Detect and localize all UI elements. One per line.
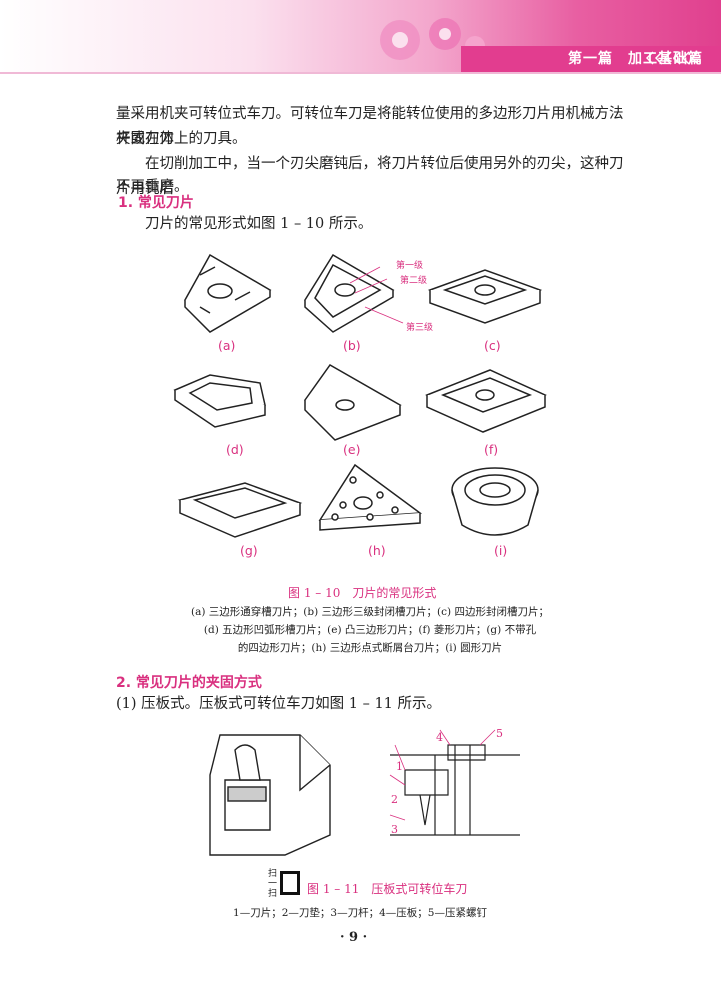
header-bar — [461, 46, 721, 72]
fig-label-e: (e) — [343, 442, 361, 457]
header-divider — [0, 72, 721, 74]
figure-1-10-caption: 图 1 – 10 刀片的常见形式 — [288, 586, 437, 600]
paragraph-2-line-1: 在切削加工中，当一个刃尖磨钝后，将刀片转位后使用另外的刃尖，这种刀片用钝后 — [116, 156, 624, 197]
gear-decoration-icon — [380, 18, 485, 60]
figure-1-10-legend-3: 的四边形刀片；(h) 三边形点式断屑台刀片；(i) 圆形刀片 — [237, 642, 503, 654]
paragraph-4: (1) 压板式。压板式可转位车刀如图 1 – 11 所示。 — [116, 696, 442, 712]
figure-1-10-legend-2: (d) 五边形凹弧形槽刀片；(e) 凸三边形刀片；(f) 菱形刀片；(g) 不带… — [203, 624, 537, 636]
annotation-level-3: 第三级 — [406, 323, 434, 333]
scan-label-top: 扫 — [268, 869, 278, 879]
fig-label-h: (h) — [368, 543, 386, 558]
paragraph-1-line-1: 量采用机夹可转位式车刀。可转位车刀是将能转位使用的多边形刀片用机械方法夹固在刀 — [116, 106, 624, 147]
scan-label-mid: 一 — [268, 879, 278, 889]
fig-label-i: (i) — [494, 543, 508, 558]
callout-1: 1 — [396, 760, 403, 773]
page-number: · 9 · — [340, 930, 368, 945]
figure-1-10-inserts — [173, 253, 547, 538]
section-heading-2: 2. 常见刀片的夹固方式 — [116, 675, 262, 691]
callout-3: 3 — [391, 823, 398, 836]
annotation-level-1: 第一级 — [396, 261, 424, 271]
figure-1-11-clamp-diagram — [209, 729, 520, 856]
paragraph-2-line-2: 不再重磨。 — [116, 179, 189, 195]
callout-2: 2 — [391, 793, 398, 806]
scan-label-bot: 扫 — [268, 889, 278, 899]
figure-1-10-legend-1: (a) 三边形通穿槽刀片；(b) 三边形三级封闭槽刀片；(c) 四边形封闭槽刀片… — [191, 606, 549, 618]
figure-1-11-legend: 1—刀片；2—刀垫；3—刀杆；4—压板；5—压紧螺钉 — [233, 907, 487, 919]
figure-1-11-caption: 图 1 – 11 压板式可转位车刀 — [307, 882, 468, 896]
fig-label-f: (f) — [484, 442, 499, 457]
paragraph-3: 刀片的常见形式如图 1 – 10 所示。 — [145, 216, 373, 232]
callout-5: 5 — [496, 727, 503, 740]
fig-label-d: (d) — [226, 442, 244, 457]
fig-label-g: (g) — [240, 543, 258, 558]
annotation-level-2: 第二级 — [400, 276, 428, 286]
qr-code-icon — [280, 871, 300, 895]
callout-4: 4 — [436, 731, 443, 744]
fig-label-c: (c) — [484, 338, 501, 353]
page-header: 第一篇 加工基础篇 — [0, 0, 721, 72]
paragraph-1-line-2: 杆或刀体上的刀具。 — [116, 131, 247, 147]
chevrons-icon — [645, 51, 699, 65]
fig-label-a: (a) — [218, 338, 236, 353]
fig-label-b: (b) — [343, 338, 361, 353]
scan-qr-badge: 扫 一 扫 — [268, 869, 302, 901]
section-heading-1: 1. 常见刀片 — [118, 195, 194, 211]
